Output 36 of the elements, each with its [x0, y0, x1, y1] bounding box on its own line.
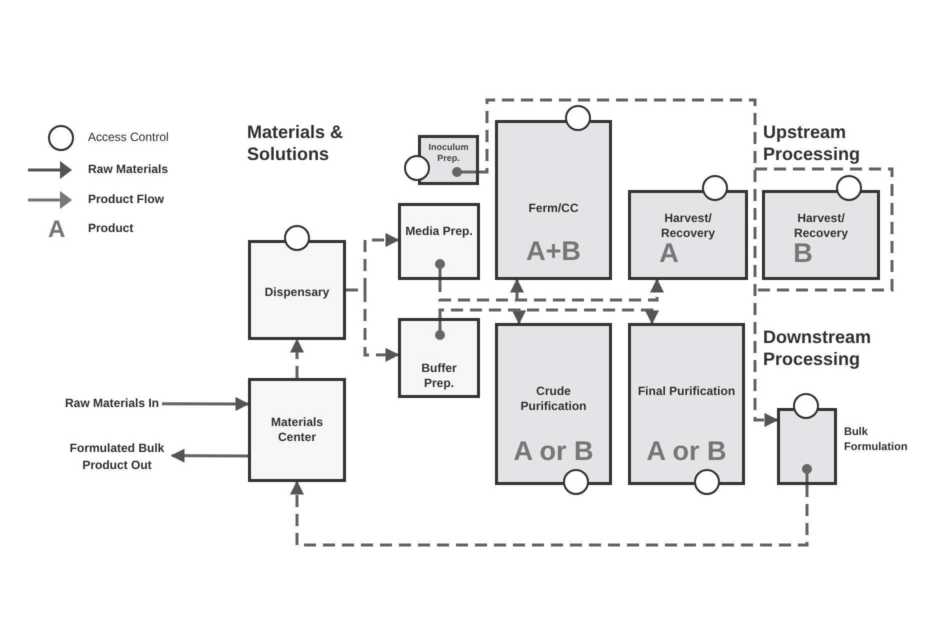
flow-label: Formulated Bulk Product Out	[62, 440, 172, 492]
room-box	[248, 378, 346, 482]
legend-label: Product	[88, 221, 134, 235]
room-name: Harvest/ Recovery	[792, 211, 850, 241]
product-letter: A or B	[646, 436, 728, 466]
room-box	[398, 318, 480, 398]
legend-label: Product Flow	[88, 192, 164, 206]
room-name: Crude Purification	[519, 384, 588, 414]
room-name: Inoculum Prep.	[428, 142, 470, 164]
flow-arrow	[438, 278, 664, 302]
flow-arrow	[290, 338, 304, 378]
room-name: Bulk Formulation	[844, 425, 909, 455]
flow-arrow	[162, 396, 250, 411]
section-heading: Materials & Solutions	[247, 122, 344, 166]
product-letter: B	[792, 238, 813, 268]
room-name: Ferm/CC	[527, 201, 580, 216]
room-name: Materials Center	[270, 415, 324, 445]
legend-label: Raw Materials	[88, 162, 168, 176]
flow-arrow	[290, 480, 808, 546]
room-box	[398, 203, 480, 280]
section-heading: Downstream Processing	[763, 327, 872, 370]
flow-arrow	[438, 308, 659, 324]
legend-label: Access Control	[88, 130, 169, 144]
legend-product-letter: A	[48, 216, 66, 245]
flow-label: Raw Materials In	[62, 395, 162, 429]
section-heading: Upstream Processing	[763, 122, 862, 166]
product-letter: A or B	[512, 436, 594, 466]
room-name: Final Purification	[636, 384, 736, 399]
flow-arrow	[170, 448, 248, 463]
product-letter: A	[658, 238, 679, 268]
product-letter: A+B	[525, 236, 582, 266]
room-name: Dispensary	[264, 285, 330, 300]
flow-arrow	[478, 98, 894, 427]
room-name: Media Prep.	[404, 224, 474, 239]
room-name: Harvest/ Recovery	[660, 211, 716, 241]
room-name: Buffer Prep.	[420, 361, 458, 391]
